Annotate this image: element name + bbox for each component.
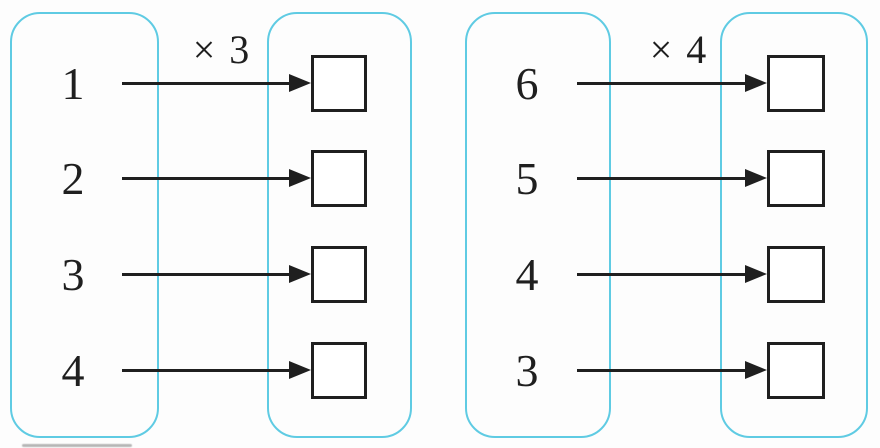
arrow-shaft	[577, 368, 749, 372]
arrow-shaft	[122, 81, 293, 85]
input-number: 5	[515, 152, 539, 204]
mapping-arrow	[577, 74, 767, 92]
arrow-shaft	[577, 176, 749, 180]
answer-box[interactable]	[311, 55, 367, 112]
mapping-arrow	[122, 361, 311, 379]
answer-box[interactable]	[311, 150, 367, 207]
mapping-arrow	[577, 361, 767, 379]
mapping-arrow	[577, 265, 767, 283]
input-number: 1	[61, 57, 85, 109]
answer-box[interactable]	[767, 342, 825, 399]
input-number: 3	[61, 248, 85, 300]
answer-box[interactable]	[767, 150, 825, 207]
arrowhead-icon	[289, 265, 311, 283]
input-number: 6	[515, 57, 539, 109]
input-numbers-box	[465, 12, 611, 438]
operation-label: × 4	[649, 26, 709, 72]
arrowhead-icon	[745, 265, 767, 283]
input-number: 4	[61, 344, 85, 396]
arrowhead-icon	[745, 361, 767, 379]
mapping-arrow	[122, 265, 311, 283]
answer-box[interactable]	[311, 342, 367, 399]
answer-box[interactable]	[767, 246, 825, 303]
arrowhead-icon	[745, 169, 767, 187]
scan-artifact	[22, 444, 132, 447]
operation-label: × 3	[192, 26, 252, 72]
arrow-shaft	[577, 272, 749, 276]
arrow-shaft	[577, 81, 749, 85]
answer-boxes-box	[267, 12, 412, 438]
answer-boxes-box	[720, 12, 868, 438]
input-number: 2	[61, 152, 85, 204]
mapping-arrow	[577, 169, 767, 187]
arrow-shaft	[122, 176, 293, 180]
answer-box[interactable]	[311, 246, 367, 303]
input-number: 3	[515, 344, 539, 396]
arrow-shaft	[122, 272, 293, 276]
arrowhead-icon	[745, 74, 767, 92]
arrowhead-icon	[289, 361, 311, 379]
mapping-arrow	[122, 169, 311, 187]
input-number: 4	[515, 248, 539, 300]
answer-box[interactable]	[767, 55, 825, 112]
mapping-arrow	[122, 74, 311, 92]
input-numbers-box	[10, 12, 159, 438]
arrow-shaft	[122, 368, 293, 372]
arrowhead-icon	[289, 74, 311, 92]
arrowhead-icon	[289, 169, 311, 187]
